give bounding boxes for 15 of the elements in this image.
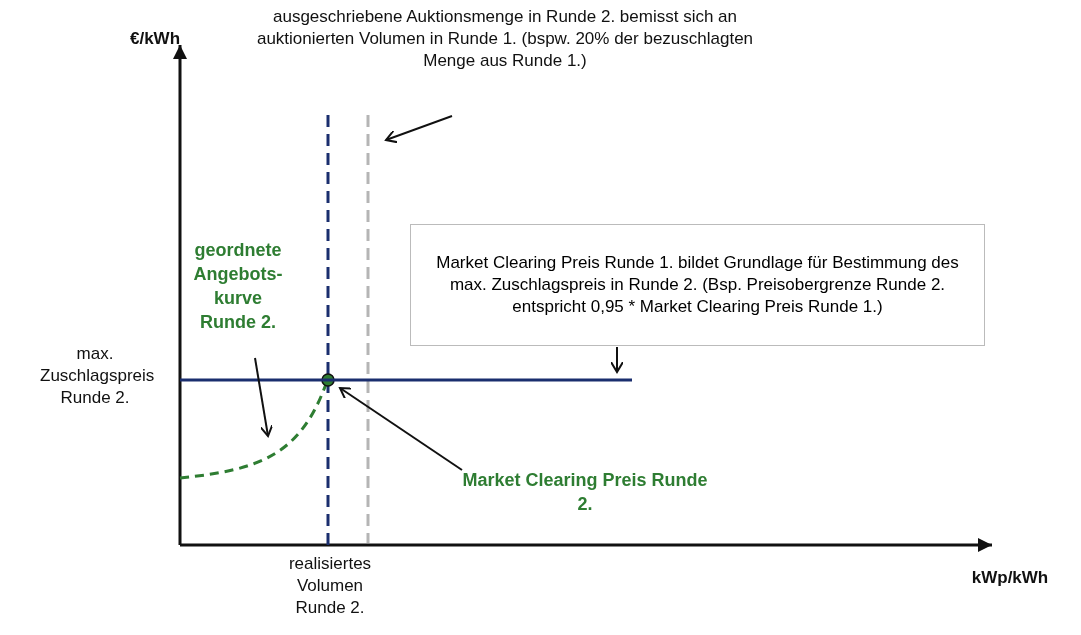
note-box: Market Clearing Preis Runde 1. bildet Grundlage für Bestimmung des max. Zuschlagspreis in Runde 2. (Bsp. Preisobergrenze Runde 2. entspricht 0,95 * Market Clearing Preis Runde 1.) — [410, 224, 985, 346]
annotation-text: ausgeschriebene Auktionsmenge in Runde 2. bemisst sich an auktionierten Volumen in Runde 1. (bspw. 20% der bezuschlagten Menge aus Runde 1.) — [255, 6, 755, 72]
axis-label: kWp/kWh — [970, 567, 1050, 589]
auction-volume-line — [366, 115, 370, 543]
point-annotation: Market Clearing Preis Runde 2. — [455, 468, 715, 516]
supply-curve — [179, 383, 328, 480]
price-cap-line — [180, 378, 632, 382]
arrow — [339, 387, 463, 471]
arrow — [254, 357, 274, 437]
arrow — [385, 115, 453, 144]
volume-label: realisiertes Volumen Runde 2. — [287, 553, 373, 619]
curve-annotation: geordnete Angebots- kurve Runde 2. — [188, 238, 288, 334]
arrow — [610, 346, 624, 373]
clearing-point — [321, 373, 335, 387]
axis-label: €/kWh — [128, 28, 182, 50]
